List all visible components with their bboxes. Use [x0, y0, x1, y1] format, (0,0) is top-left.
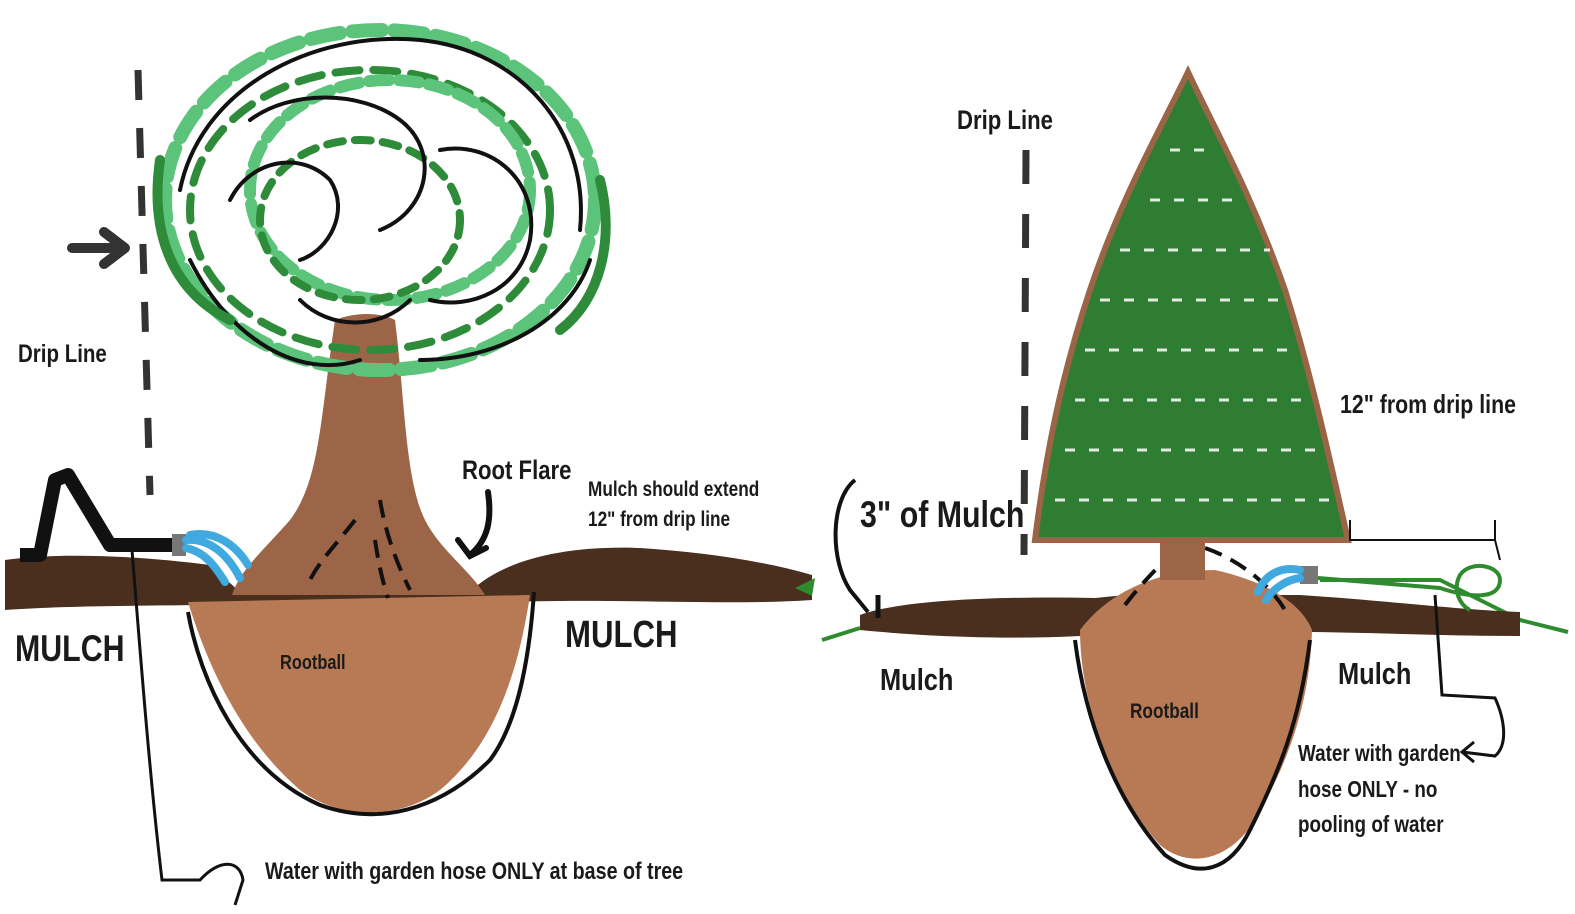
right-trunk [1160, 540, 1205, 580]
left-rootball [188, 595, 530, 813]
right-12in-bracket [1350, 520, 1500, 560]
root-flare-arrow [458, 492, 489, 556]
right-mulch-right-label: Mulch [1338, 656, 1411, 692]
mulch-depth-label: 3" of Mulch [860, 494, 1024, 537]
left-drip-arrow [72, 232, 125, 264]
left-drip-line-label: Drip Line [18, 340, 107, 369]
mulch-extend-label: Mulch should extend 12" from drip line [588, 475, 759, 536]
left-drip-line [138, 70, 150, 495]
left-water-label: Water with garden hose ONLY at base of t… [265, 858, 683, 886]
left-mulch-label: MULCH [15, 628, 125, 671]
right-conifer-canopy [1035, 72, 1348, 540]
root-flare-label: Root Flare [462, 455, 571, 486]
left-tree-illustration [5, 30, 815, 905]
from-drip-line-label: 12" from drip line [1340, 390, 1516, 420]
right-grass-left [822, 628, 860, 640]
right-water-label: Water with garden hose ONLY - no pooling… [1298, 736, 1461, 843]
right-mulch-left-label: Mulch [880, 662, 953, 698]
right-rootball-label: Rootball [1130, 700, 1199, 724]
right-drip-line-label: Drip Line [957, 105, 1053, 136]
right-mulch-label: MULCH [565, 614, 678, 658]
left-canopy [158, 30, 606, 370]
left-rootball-label: Rootball [280, 652, 346, 675]
